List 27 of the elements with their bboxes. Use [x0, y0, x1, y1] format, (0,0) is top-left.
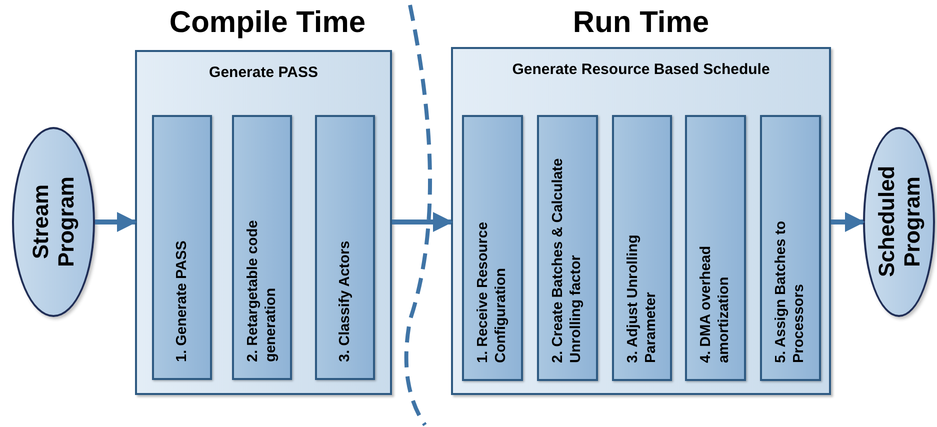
stage-panel: [135, 50, 392, 395]
step-label: 4. DMA overhead amortization: [697, 244, 734, 363]
step-box: [685, 115, 746, 381]
step-box: [537, 115, 598, 381]
terminal-label: Scheduled Program: [874, 167, 924, 277]
step-box: [462, 115, 523, 381]
step-label: 1. Receive Resource Configuration: [474, 220, 510, 363]
panel-title: Generate PASS: [209, 63, 318, 83]
step-label: 2. Retargetable code generation: [244, 219, 280, 362]
step-label: 3. Classify Actors: [336, 240, 354, 362]
step-label: 3. Adjust Unrolling Parameter: [624, 234, 660, 363]
panel-title: Generate Resource Based Schedule: [512, 60, 770, 80]
section-heading: Run Time: [572, 6, 710, 40]
arrow: [392, 212, 453, 232]
step-label: 5. Assign Batches to Processors: [772, 220, 808, 363]
step-box: [152, 115, 212, 380]
step-box: [612, 115, 672, 381]
arrow: [831, 212, 865, 232]
step-box: [760, 115, 821, 381]
stage-panel: [451, 47, 831, 395]
step-label: 2. Create Batches & Calculate Unrolling factor: [549, 157, 586, 363]
step-box: [232, 115, 292, 380]
arrow: [95, 212, 137, 232]
terminal-label: Stream Program: [28, 177, 79, 267]
section-heading: Compile Time: [168, 6, 367, 40]
step-box: [315, 115, 375, 380]
step-label: 1. Generate PASS: [172, 240, 191, 362]
